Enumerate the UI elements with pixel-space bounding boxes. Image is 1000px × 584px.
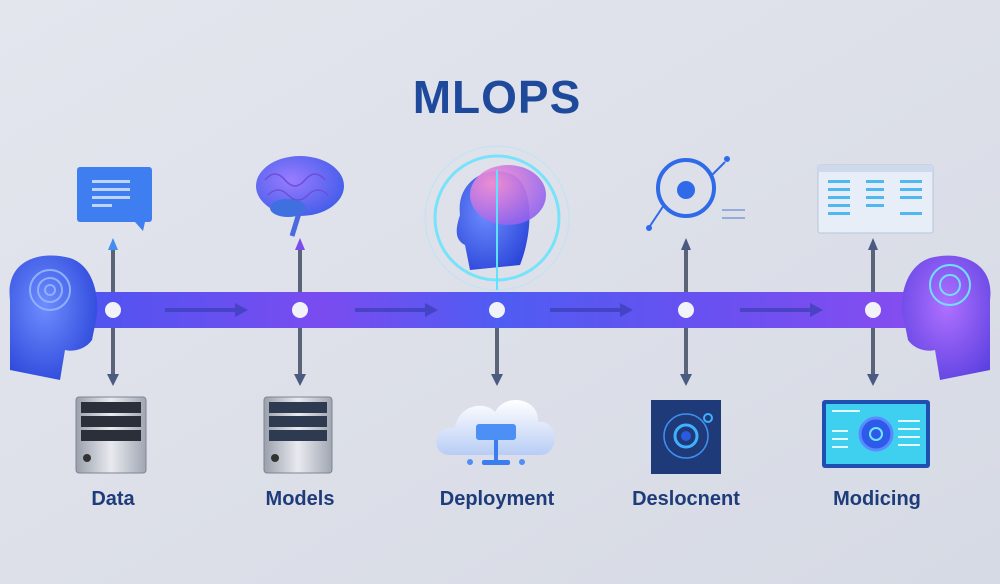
page-title: MLOPS	[413, 71, 582, 123]
connector-up	[871, 248, 875, 292]
connector-down	[495, 328, 499, 374]
chat-document-icon	[77, 167, 152, 231]
arrow-down-icon	[107, 374, 119, 386]
arrow-right-icon	[165, 303, 248, 317]
connector-tip-icon	[295, 238, 305, 250]
stage-node-2	[292, 238, 308, 386]
arrow-down-icon	[867, 374, 879, 386]
cloud-network-icon	[436, 399, 555, 465]
node-dot	[105, 302, 121, 318]
stage-label-deployment: Deployment	[440, 488, 555, 510]
stage-node-1	[105, 238, 121, 386]
right-head-icon	[901, 255, 991, 380]
arrow-right-icon	[550, 303, 633, 317]
stage-node-5	[865, 238, 881, 386]
arrow-right-icon	[740, 303, 823, 317]
head-brain-icon	[424, 145, 570, 291]
server-icon	[75, 396, 147, 474]
dashboard-window-icon	[817, 164, 934, 234]
stage-label-modicing: Modicing	[833, 488, 921, 510]
node-dot	[489, 302, 505, 318]
server-icon	[263, 396, 333, 474]
radar-panel-icon	[651, 400, 721, 474]
monitor-icon	[822, 400, 930, 468]
connector-tip-icon	[868, 238, 878, 250]
connector-up	[111, 248, 115, 292]
connector-up	[298, 248, 302, 292]
connector-down	[111, 328, 115, 374]
connector-down	[298, 328, 302, 374]
brain-icon	[256, 156, 344, 237]
node-dot	[292, 302, 308, 318]
target-node-icon	[646, 156, 745, 231]
connector-tip-icon	[108, 238, 118, 250]
left-head-icon	[9, 255, 98, 380]
arrow-down-icon	[680, 374, 692, 386]
arrow-right-icon	[355, 303, 438, 317]
node-dot	[865, 302, 881, 318]
arrow-down-icon	[294, 374, 306, 386]
stage-label-data: Data	[91, 488, 135, 510]
connector-down	[684, 328, 688, 374]
stage-node-3	[489, 302, 505, 386]
arrow-down-icon	[491, 374, 503, 386]
connector-down	[871, 328, 875, 374]
flow-arrows	[165, 303, 823, 317]
stage-node-4	[678, 238, 694, 386]
stage-label-deslocnent: Deslocnent	[632, 488, 740, 510]
connector-tip-icon	[681, 238, 691, 250]
node-dot	[678, 302, 694, 318]
connector-up	[684, 248, 688, 292]
stage-label-models: Models	[266, 488, 335, 510]
